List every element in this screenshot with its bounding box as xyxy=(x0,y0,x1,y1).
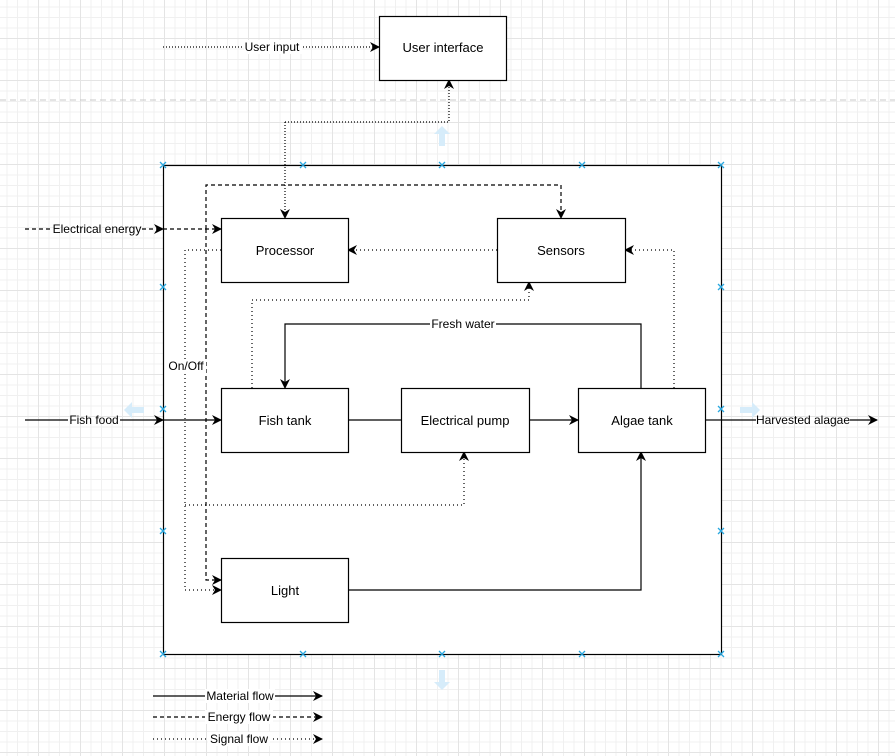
label-on-off: On/Off xyxy=(168,359,204,373)
block-label: Sensors xyxy=(537,243,585,258)
label-background xyxy=(205,689,275,703)
selection-handle-icon[interactable] xyxy=(159,283,167,535)
label-background xyxy=(205,710,273,724)
block-electrical-pump[interactable] xyxy=(400,387,531,454)
selection-handles[interactable] xyxy=(159,161,725,658)
selection-handle-icon[interactable] xyxy=(717,283,725,535)
legend-energy-label: Energy flow xyxy=(208,710,271,724)
label-background xyxy=(208,732,270,746)
label-background xyxy=(430,317,496,331)
block-label: Fish tank xyxy=(259,413,312,428)
label-background xyxy=(244,40,302,54)
label-fish-food: Fish food xyxy=(69,413,118,427)
legend-material-label: Material flow xyxy=(206,689,274,703)
block-sensors[interactable] xyxy=(496,217,627,284)
label-background xyxy=(166,359,206,373)
hover-clone-arrows[interactable] xyxy=(124,126,760,690)
block-label: Processor xyxy=(256,243,315,258)
block-label: Electrical pump xyxy=(421,413,510,428)
label-user-input: User input xyxy=(245,40,300,54)
edge-processor-ui[interactable] xyxy=(285,79,454,123)
edge-energy-light[interactable] xyxy=(205,229,222,585)
block-algae-tank[interactable] xyxy=(577,387,707,454)
edge-fishtank-sensors[interactable] xyxy=(251,281,534,388)
arrow-right-icon[interactable] xyxy=(740,402,760,418)
label-fresh-water: Fresh water xyxy=(431,317,494,331)
block-label: Light xyxy=(271,583,300,598)
selection-handle-icon[interactable] xyxy=(159,650,725,658)
block-user-interface[interactable] xyxy=(378,15,508,82)
selection-handle-icon[interactable] xyxy=(159,161,725,169)
label-harvested: Harvested alagae xyxy=(756,413,850,427)
arrow-up-icon[interactable] xyxy=(434,126,450,146)
block-light[interactable] xyxy=(220,557,350,624)
edge-light-algae[interactable] xyxy=(348,451,646,591)
block-fish-tank[interactable] xyxy=(220,387,350,454)
legend-signal-label: Signal flow xyxy=(210,732,268,746)
block-processor[interactable] xyxy=(220,217,350,284)
block-label: Algae tank xyxy=(611,413,673,428)
arrow-left-icon[interactable] xyxy=(124,402,144,418)
edge-energy-sensors[interactable] xyxy=(205,184,566,229)
edge-processor-pump[interactable] xyxy=(185,451,469,506)
arrow-down-icon[interactable] xyxy=(434,670,450,690)
block-label: User interface xyxy=(403,40,484,55)
label-electrical-energy: Electrical energy xyxy=(53,222,142,236)
